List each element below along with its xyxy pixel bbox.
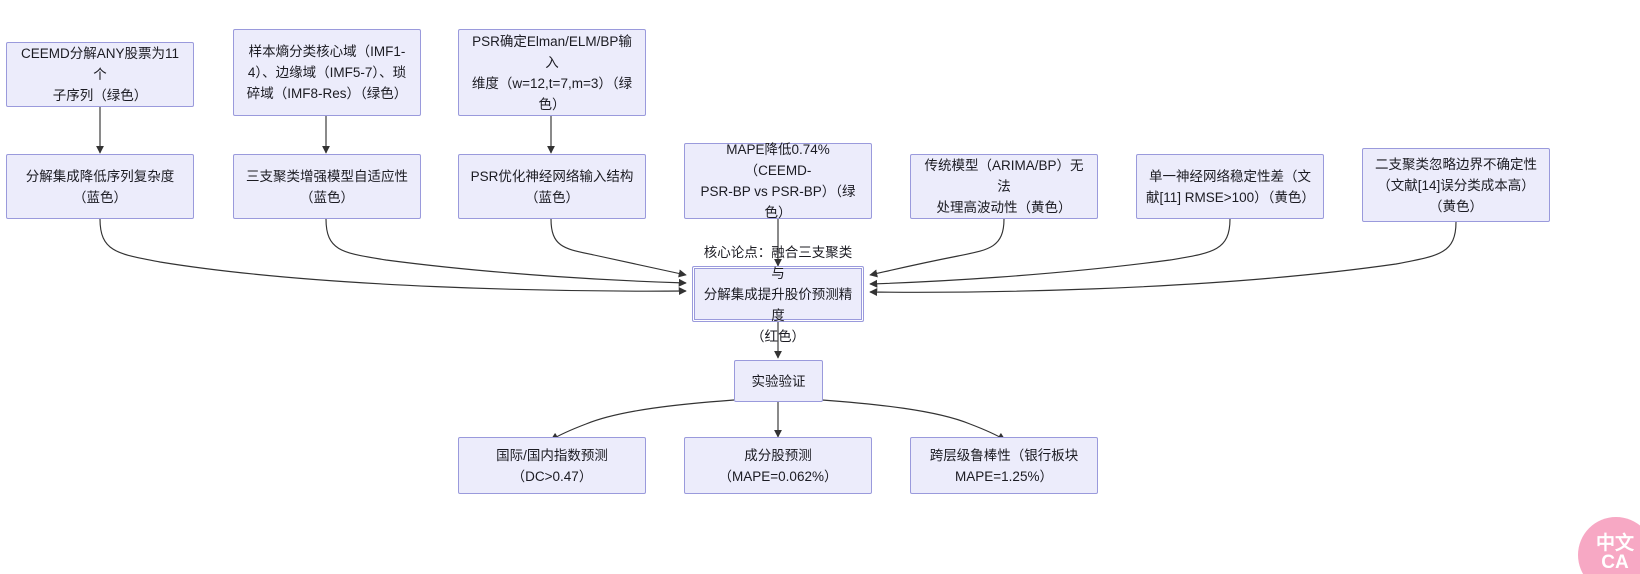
edge-twoway-to-core xyxy=(869,221,1457,297)
edge-validation-to-index xyxy=(550,399,735,441)
node-core-claim[interactable]: 核心论点：融合三支聚类与 分解集成提升股价预测精度 （红色） xyxy=(692,245,864,344)
node-label: MAPE降低0.74%（CEEMD- PSR-BP vs PSR-BP）（绿 色… xyxy=(700,142,856,220)
edge-traditional-to-core xyxy=(869,218,1005,278)
edge-threeway-to-core xyxy=(325,218,687,287)
node-label: PSR优化神经网络输入结构 （蓝色） xyxy=(470,168,634,205)
node-label: 二支聚类忽略边界不确定性 （文献[14]误分类成本高） （黄色） xyxy=(1375,156,1537,214)
node-label: 三支聚类增强模型自适应性 （蓝色） xyxy=(246,168,408,205)
node-gap-traditional-models[interactable]: 传统模型（ARIMA/BP）无法 处理高波动性（黄色） xyxy=(910,154,1098,219)
node-label: 样本熵分类核心域（IMF1- 4）、边缘域（IMF5-7）、琐 碎域（IMF8-… xyxy=(246,44,408,101)
node-label: 跨层级鲁棒性（银行板块 MAPE=1.25%） xyxy=(929,447,1079,484)
edge-singlenetwork-to-core xyxy=(869,218,1231,288)
node-label: CEEMD分解ANY股票为11个 子序列（绿色） xyxy=(20,46,180,103)
node-label: PSR确定Elman/ELM/BP输入 维度（w=12,t=7,m=3）（绿 色… xyxy=(471,33,633,112)
node-result-cross-level-robustness[interactable]: 跨层级鲁棒性（银行板块 MAPE=1.25%） xyxy=(910,437,1098,494)
node-claim-decomposition[interactable]: 分解集成降低序列复杂度 （蓝色） xyxy=(6,154,194,219)
node-gap-two-way-clustering[interactable]: 二支聚类忽略边界不确定性 （文献[14]误分类成本高） （黄色） xyxy=(1362,148,1550,222)
node-label: 分解集成降低序列复杂度 （蓝色） xyxy=(25,168,175,205)
node-claim-three-way-clustering[interactable]: 三支聚类增强模型自适应性 （蓝色） xyxy=(233,154,421,219)
edge-psrstructure-to-core xyxy=(550,218,687,278)
node-label: 传统模型（ARIMA/BP）无法 处理高波动性（黄色） xyxy=(924,158,1084,215)
node-result-index-forecast[interactable]: 国际/国内指数预测 （DC>0.47） xyxy=(458,437,646,494)
node-method-ceemd[interactable]: CEEMD分解ANY股票为11个 子序列（绿色） xyxy=(6,42,194,107)
node-method-sample-entropy[interactable]: 样本熵分类核心域（IMF1- 4）、边缘域（IMF5-7）、琐 碎域（IMF8-… xyxy=(233,29,421,116)
edge-decomposition-to-core xyxy=(99,218,687,296)
node-label: 核心论点：融合三支聚类与 分解集成提升股价预测精度 （红色） xyxy=(703,244,853,344)
node-label: 实验验证 xyxy=(751,373,806,389)
watermark-badge: 中文 CA xyxy=(1578,517,1640,574)
watermark-label: 中文 CA xyxy=(1595,533,1634,573)
node-method-psr[interactable]: PSR确定Elman/ELM/BP输入 维度（w=12,t=7,m=3）（绿 色… xyxy=(458,29,646,116)
node-experiment-validation[interactable]: 实验验证 xyxy=(734,360,823,402)
node-gap-single-network[interactable]: 单一神经网络稳定性差（文 献[11] RMSE>100）（黄色） xyxy=(1136,154,1324,219)
node-label: 国际/国内指数预测 （DC>0.47） xyxy=(496,447,608,484)
node-label: 成分股预测 （MAPE=0.062%） xyxy=(718,447,838,484)
node-evidence-mape[interactable]: MAPE降低0.74%（CEEMD- PSR-BP vs PSR-BP）（绿 色… xyxy=(684,142,872,220)
edge-validation-to-robustness xyxy=(821,399,1006,441)
node-claim-psr-structure[interactable]: PSR优化神经网络输入结构 （蓝色） xyxy=(458,154,646,219)
node-result-constituent-stock[interactable]: 成分股预测 （MAPE=0.062%） xyxy=(684,437,872,494)
node-label: 单一神经网络稳定性差（文 献[11] RMSE>100）（黄色） xyxy=(1146,168,1315,205)
